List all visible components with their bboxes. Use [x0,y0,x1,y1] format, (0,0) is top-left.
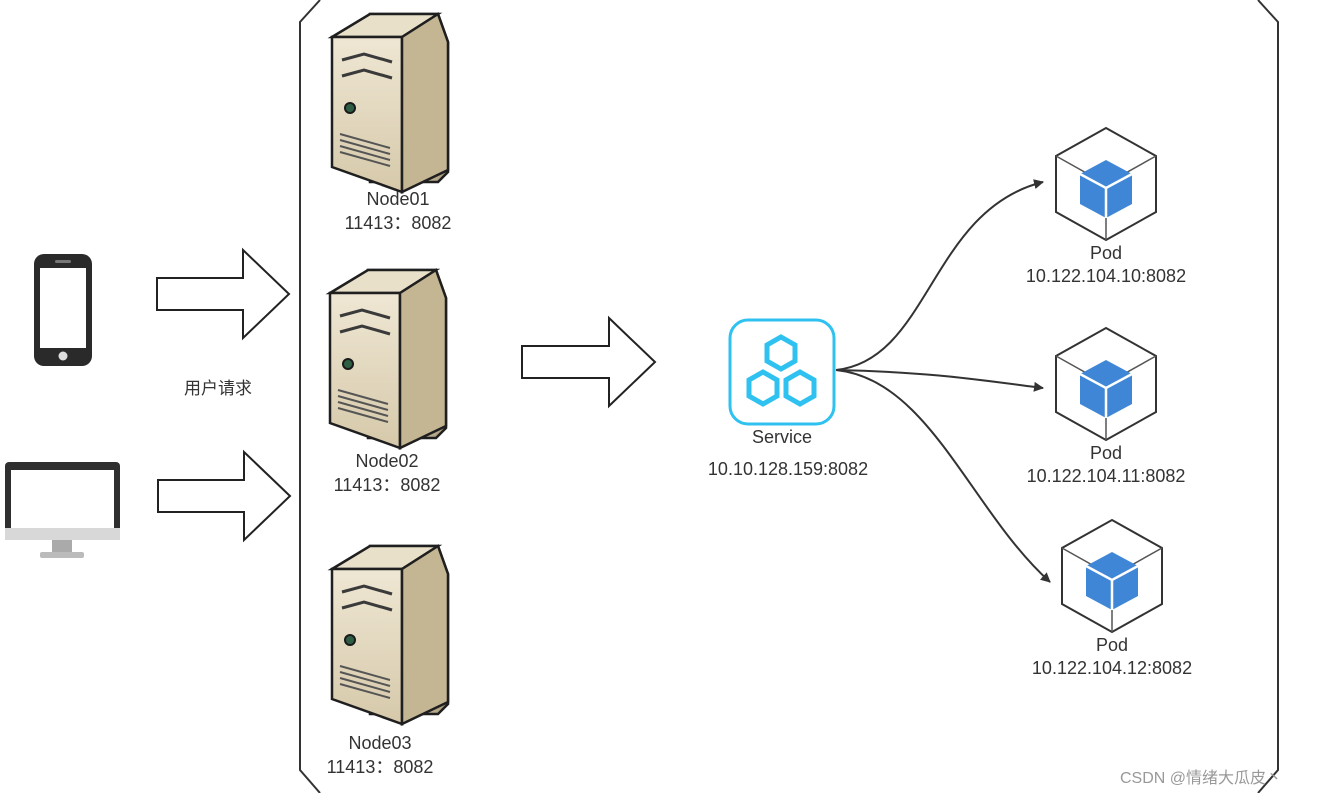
node03-port: 11413：8082 [326,757,434,777]
node01-port: 11413：8082 [344,213,452,233]
pod2-address: 10.122.104.11:8082 [1026,466,1186,486]
cube-icon [1054,126,1158,242]
container-right-bracket [1257,0,1279,794]
pod3-name: Pod [1095,635,1129,655]
watermark-text: CSDN @情绪大瓜皮丶 [1120,770,1283,787]
smartphone-icon [34,254,92,366]
request-arrow-top [156,247,291,341]
server-tower-icon [330,544,450,726]
connector-service-pod3 [835,369,1051,583]
user-request-label: 用户请求 [184,379,252,398]
node-to-service-arrow [521,315,657,409]
pod1-address: 10.122.104.10:8082 [1025,266,1187,286]
service-name: Service [751,427,813,447]
connector-service-pod1 [835,179,1044,371]
node02-name: Node02 [355,451,419,471]
cube-icon [1060,518,1164,634]
request-arrow-bottom [157,449,292,543]
monitor-icon [5,462,120,558]
container-left-bracket [299,0,321,794]
server-tower-icon [330,12,450,194]
node02-port: 11413：8082 [333,475,441,495]
pod1-name: Pod [1089,243,1123,263]
hexagon-cluster-icon [728,318,836,426]
connector-service-pod2 [835,369,1044,392]
node01-name: Node01 [366,189,430,209]
node03-name: Node03 [348,733,412,753]
cube-icon [1054,326,1158,442]
pod2-name: Pod [1089,443,1123,463]
pod3-address: 10.122.104.12:8082 [1031,658,1193,678]
service-address: 10.10.128.159:8082 [707,459,869,479]
server-tower-icon [328,268,448,450]
